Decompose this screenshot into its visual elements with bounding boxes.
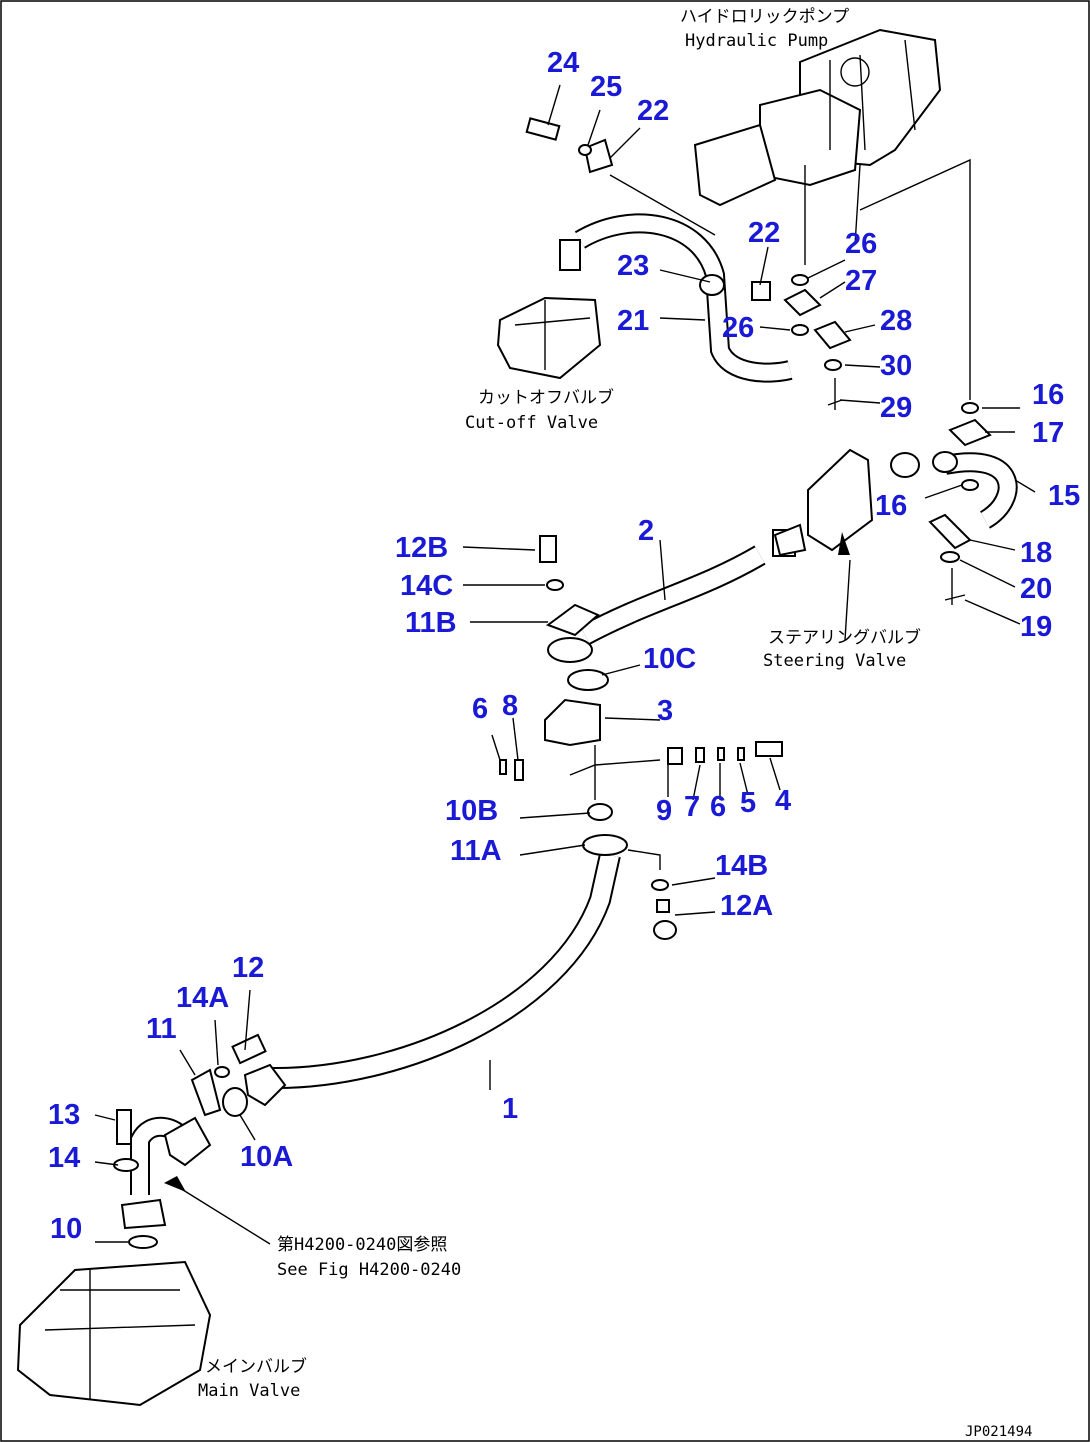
callout-13: 13 bbox=[48, 1099, 80, 1131]
callout-10a: 10A bbox=[240, 1141, 293, 1173]
callout-2: 2 bbox=[638, 515, 654, 547]
main-valve bbox=[16, 1260, 212, 1407]
callout-28: 28 bbox=[880, 305, 912, 337]
callout-19: 19 bbox=[1020, 611, 1052, 643]
callout-4: 4 bbox=[775, 785, 791, 817]
cut-off-valve bbox=[496, 296, 602, 380]
callout-12b: 12B bbox=[395, 532, 448, 564]
callout-14b: 14B bbox=[715, 850, 768, 882]
callout-14a: 14A bbox=[176, 982, 229, 1014]
callout-12a: 12A bbox=[720, 890, 773, 922]
callout-10: 10 bbox=[50, 1213, 82, 1245]
drawing-number: JP021494 bbox=[965, 1424, 1032, 1440]
callout-3: 3 bbox=[657, 695, 673, 727]
callout-29: 29 bbox=[880, 392, 912, 424]
callout-10b: 10B bbox=[445, 795, 498, 827]
arrow-head bbox=[164, 1176, 186, 1192]
callout-5: 5 bbox=[740, 787, 756, 819]
caption-steering-en: Steering Valve bbox=[763, 651, 906, 671]
callout-11b: 11B bbox=[405, 607, 457, 639]
callout-11a: 11A bbox=[450, 835, 502, 867]
caption-steering-jp: ステアリングバルブ bbox=[768, 627, 921, 648]
callout-22b: 22 bbox=[748, 217, 780, 249]
callout-12: 12 bbox=[232, 952, 264, 984]
callout-1: 1 bbox=[502, 1093, 518, 1125]
callout-23: 23 bbox=[617, 250, 649, 282]
caption-cutoff-jp: カットオフバルブ bbox=[478, 387, 614, 408]
callout-25: 25 bbox=[590, 71, 622, 103]
callout-22: 22 bbox=[637, 95, 669, 127]
arrow-head-steering bbox=[838, 532, 850, 555]
caption-see-fig-jp: 第H4200-0240図参照 bbox=[277, 1235, 447, 1255]
callout-17: 17 bbox=[1032, 417, 1064, 449]
callout-6: 6 bbox=[472, 693, 488, 725]
caption-see-fig-en: See Fig H4200-0240 bbox=[277, 1260, 461, 1280]
small-parts bbox=[113, 117, 992, 1249]
caption-main-jp: メインバルブ bbox=[205, 1356, 307, 1377]
callout-15: 15 bbox=[1048, 480, 1080, 512]
callout-26b: 26 bbox=[722, 312, 754, 344]
callout-8: 8 bbox=[502, 690, 518, 722]
callout-16b: 16 bbox=[875, 490, 907, 522]
caption-main-en: Main Valve bbox=[198, 1381, 300, 1401]
leader-lines bbox=[94, 84, 1036, 1245]
callout-11: 11 bbox=[146, 1013, 177, 1045]
callout-18: 18 bbox=[1020, 537, 1052, 569]
callout-14: 14 bbox=[48, 1142, 80, 1174]
callout-14c: 14C bbox=[400, 570, 453, 602]
callouts: 24 25 22 22 26 27 23 21 26 28 30 29 16 1… bbox=[48, 47, 1080, 1245]
caption-pump-jp: ハイドロリックポンプ bbox=[680, 7, 849, 27]
callout-9: 9 bbox=[656, 795, 672, 827]
callout-10c: 10C bbox=[643, 643, 696, 675]
callout-7: 7 bbox=[684, 791, 700, 823]
callout-26: 26 bbox=[845, 228, 877, 260]
callout-21: 21 bbox=[617, 305, 649, 337]
hydraulic-pump bbox=[693, 28, 942, 207]
caption-pump-en: Hydraulic Pump bbox=[685, 31, 828, 51]
callout-16: 16 bbox=[1032, 379, 1064, 411]
callout-6b: 6 bbox=[710, 791, 726, 823]
caption-cutoff-en: Cut-off Valve bbox=[465, 413, 598, 433]
callout-20: 20 bbox=[1020, 573, 1052, 605]
callout-27: 27 bbox=[845, 265, 877, 297]
callout-30: 30 bbox=[880, 350, 912, 382]
callout-24: 24 bbox=[547, 47, 579, 79]
